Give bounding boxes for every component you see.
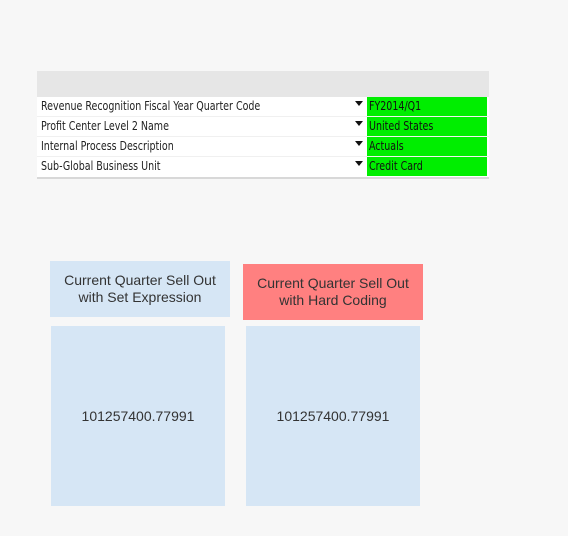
kpi-title-set-expression: Current Quarter Sell Out with Set Expres… xyxy=(50,261,230,317)
filter-row-sub-global-bu[interactable]: Sub-Global Business Unit Credit Card xyxy=(37,157,489,177)
divider xyxy=(37,116,489,117)
filter-row-fiscal-quarter[interactable]: Revenue Recognition Fiscal Year Quarter … xyxy=(37,97,489,117)
filter-panel: Revenue Recognition Fiscal Year Quarter … xyxy=(37,71,489,179)
dropdown-arrow-icon[interactable] xyxy=(355,101,363,106)
divider xyxy=(37,156,489,157)
divider xyxy=(37,136,489,137)
dropdown-arrow-icon[interactable] xyxy=(355,121,363,126)
filter-label: Revenue Recognition Fiscal Year Quarter … xyxy=(41,99,261,113)
filter-row-internal-process[interactable]: Internal Process Description Actuals xyxy=(37,137,489,157)
filter-label: Profit Center Level 2 Name xyxy=(41,119,169,133)
filter-selected-value[interactable]: FY2014/Q1 xyxy=(367,97,487,116)
filter-panel-border xyxy=(37,177,489,179)
filter-label: Sub-Global Business Unit xyxy=(41,159,161,173)
filter-label: Internal Process Description xyxy=(41,139,174,153)
filter-row-profit-center[interactable]: Profit Center Level 2 Name United States xyxy=(37,117,489,137)
dropdown-arrow-icon[interactable] xyxy=(355,141,363,146)
kpi-title-hard-coding: Current Quarter Sell Out with Hard Codin… xyxy=(243,264,423,320)
dropdown-arrow-icon[interactable] xyxy=(355,161,363,166)
kpi-value-hard-coding[interactable]: 101257400.77991 xyxy=(246,326,420,506)
filter-selected-value[interactable]: Credit Card xyxy=(367,157,487,176)
filter-selected-value[interactable]: Actuals xyxy=(367,137,487,156)
filter-selected-value[interactable]: United States xyxy=(367,117,487,136)
kpi-value-set-expression[interactable]: 101257400.77991 xyxy=(51,326,225,506)
filter-panel-header xyxy=(37,71,489,97)
